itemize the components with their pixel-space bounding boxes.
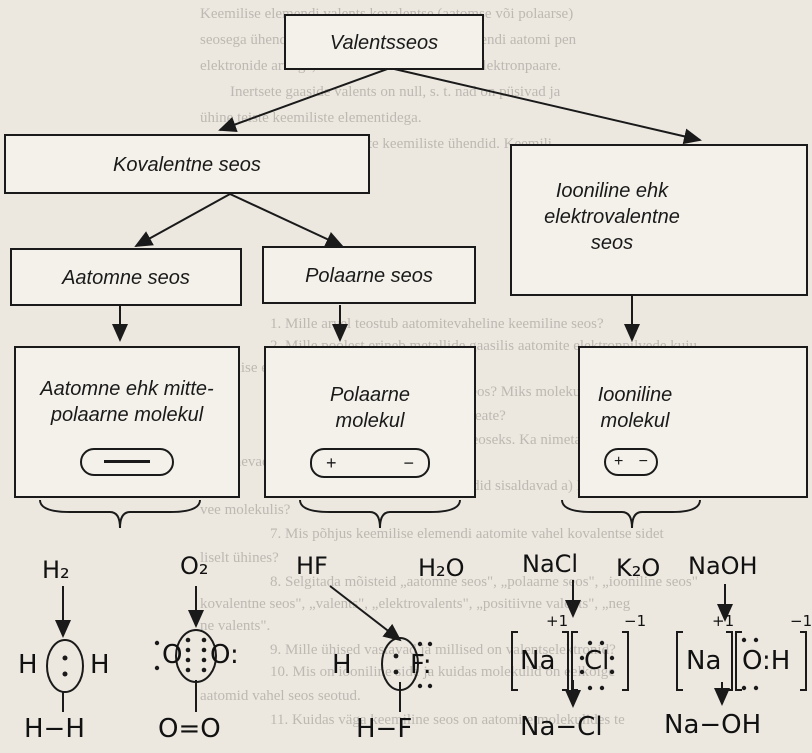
hf-lewis-left: H: [332, 650, 352, 680]
valence-bond-label: Valentsseos: [329, 32, 439, 54]
nacl-cation: Na: [520, 646, 556, 676]
atomic-bond-label: Aatomne seos: [62, 267, 190, 289]
nacl-anion: Cl: [584, 646, 610, 676]
ion-plus: +: [614, 453, 624, 470]
covalent-bond-label: Kovalentne seos: [113, 154, 261, 176]
formula-hf: HF: [296, 552, 328, 580]
hf-line-formula: H−F: [356, 714, 413, 744]
formula-nacl: NaCl: [522, 550, 579, 578]
ion-pair-shape: + −: [604, 448, 658, 476]
naoh-anion-charge: −1: [790, 612, 812, 630]
naoh-anion: O:H: [742, 646, 791, 676]
atomic-molecule-box: Aatomne ehk mitte- polaarne molekul: [14, 346, 240, 498]
polar-bond-box: Polaarne seos: [262, 246, 476, 304]
formula-o2: O₂: [180, 552, 209, 580]
atomic-molecule-label-line2: polaarne molekul: [50, 404, 204, 426]
ionic-bond-box: Iooniline ehk elektrovalentne seos: [510, 144, 808, 296]
atomic-bond-box: Aatomne seos: [10, 248, 242, 306]
nacl-cation-charge: +1: [546, 612, 569, 630]
h2-lewis-right: H: [90, 650, 110, 680]
formula-h2: H₂: [42, 556, 70, 584]
o2-lewis-right: O:: [210, 640, 239, 670]
o2-lewis-left: O: [162, 640, 183, 670]
formula-k2o: K₂O: [616, 554, 661, 582]
h2-lewis-left: H: [18, 650, 38, 680]
nacl-line-formula: Na−Cl: [520, 712, 603, 742]
polar-bond-label: Polaarne seos: [305, 265, 433, 287]
valence-bond-box: Valentsseos: [284, 14, 484, 70]
dipole-minus: −: [403, 453, 414, 473]
polar-molecule-box: Polaarne molekul + −: [264, 346, 476, 498]
covalent-bond-box: Kovalentne seos: [4, 134, 370, 194]
o2-line-formula: O=O: [158, 714, 221, 744]
naoh-cation-charge: +1: [712, 612, 735, 630]
dipole-plus: +: [326, 453, 337, 473]
polar-molecule-label-line1: Polaarne: [329, 384, 411, 406]
naoh-line-formula: Na−OH: [664, 710, 762, 740]
nacl-anion-charge: −1: [624, 612, 647, 630]
hf-lewis-right: F:: [410, 650, 432, 680]
h2-line-formula: H−H: [24, 714, 85, 744]
formula-h2o: H₂O: [418, 554, 465, 582]
polar-molecule-label-line2: molekul: [335, 410, 405, 432]
dipole-shape: + −: [310, 448, 430, 478]
neutral-molecule-shape: [80, 448, 174, 476]
ionic-molecule-box: Iooniline molekul + −: [578, 346, 808, 498]
ion-minus: −: [638, 453, 648, 470]
ionic-bond-label-line1: Iooniline ehk: [555, 180, 669, 202]
naoh-cation: Na: [686, 646, 722, 676]
ionic-molecule-label-line2: molekul: [600, 410, 670, 432]
formula-naoh: NaOH: [688, 552, 758, 580]
atomic-molecule-label-line1: Aatomne ehk mitte-: [40, 378, 214, 400]
ionic-molecule-label-line1: Iooniline: [597, 384, 673, 406]
ionic-bond-label-line2: elektrovalentne: [544, 206, 680, 228]
ionic-bond-label-line3: seos: [590, 232, 634, 254]
